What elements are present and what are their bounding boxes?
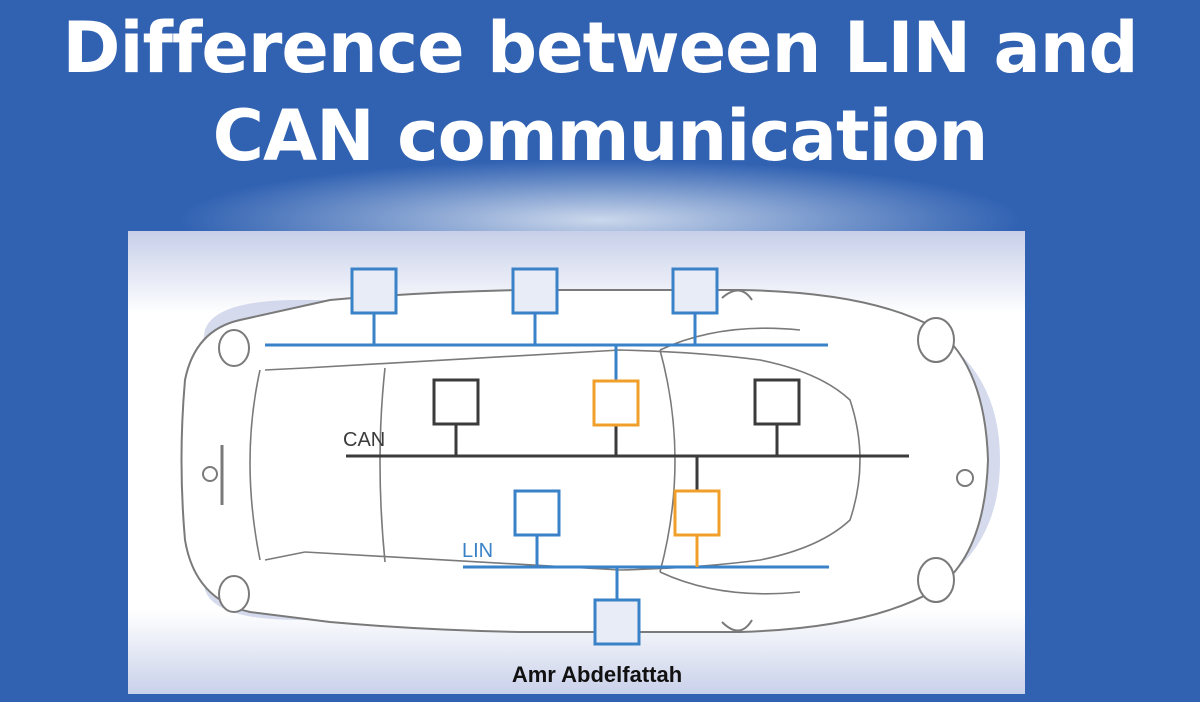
- lin-node-1: [513, 489, 561, 537]
- lin-node-bottom: [593, 598, 641, 646]
- top-bus: [265, 313, 828, 381]
- top-node-2: [511, 267, 559, 315]
- top-node-1: [350, 267, 398, 315]
- top-node-3: [671, 267, 719, 315]
- lin-label: LIN: [462, 540, 493, 562]
- page-title: Difference between LIN and CAN communica…: [0, 4, 1200, 180]
- gateway-node-lower: [673, 489, 721, 537]
- author-credit: Amr Abdelfattah: [512, 662, 682, 687]
- gateway-node-upper: [592, 379, 640, 427]
- car-body: [180, 289, 990, 633]
- can-node-2: [753, 378, 801, 426]
- can-bus: [346, 424, 909, 491]
- car-cabin: [220, 327, 861, 595]
- can-node-1: [432, 378, 480, 426]
- title-line-1: Difference between LIN and: [62, 7, 1138, 89]
- lin-bus: [463, 535, 829, 600]
- can-label: CAN: [343, 429, 385, 451]
